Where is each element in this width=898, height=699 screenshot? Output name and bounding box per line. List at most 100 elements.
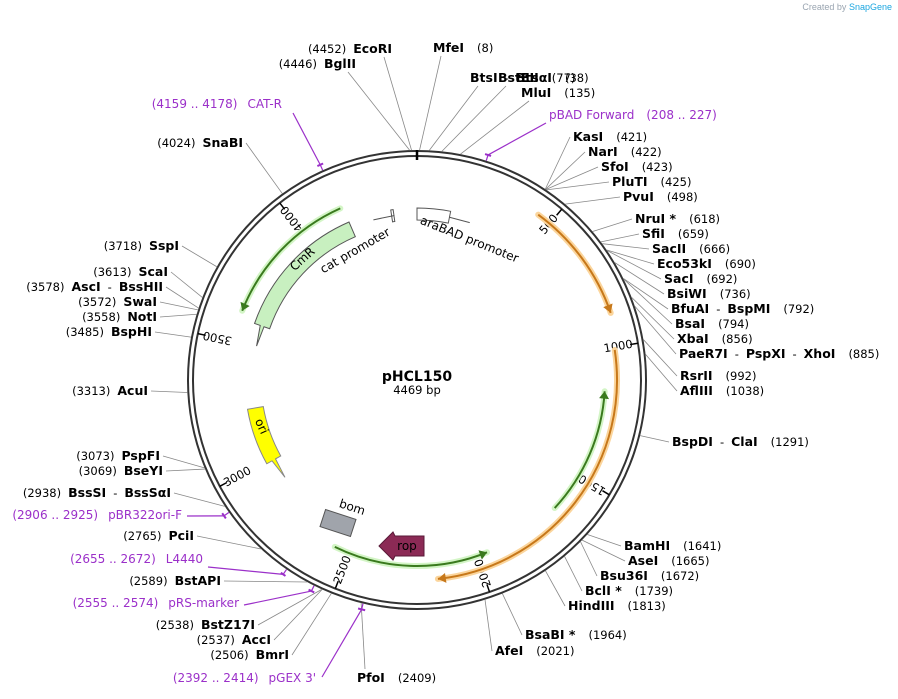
site-bmri[interactable]: (2506)BmrI [210, 647, 289, 662]
site-leader [581, 539, 626, 562]
enzyme-name: BtsI [470, 70, 498, 85]
enzyme-name: BspDI [672, 434, 713, 449]
site-hindiii[interactable]: HindIII(1813) [568, 598, 666, 613]
site-scai[interactable]: (3613)ScaI [93, 264, 168, 279]
green-arc-bottom[interactable] [331, 543, 491, 569]
enzyme-name: XhoI [804, 346, 836, 361]
site-bcli[interactable]: BclI *(1739) [585, 583, 673, 598]
feature-ori[interactable] [246, 405, 286, 478]
site-pvui[interactable]: PvuI(498) [623, 189, 698, 204]
green-arc-right[interactable] [551, 388, 610, 512]
tick-mark-1000 [629, 342, 639, 346]
primer-name: pBR322ori-F [108, 508, 182, 522]
site-btsi-bts-i[interactable]: BtsI-BtsαI(38) [470, 70, 589, 85]
site-acui[interactable]: (3313)AcuI [72, 383, 148, 398]
site-leader [165, 468, 205, 472]
site-snabi[interactable]: (4024)SnaBI [157, 135, 243, 150]
site-leader [602, 243, 650, 250]
site-sacii[interactable]: SacII(666) [652, 241, 730, 256]
site-separator: - [108, 280, 112, 294]
site-position: (856) [722, 332, 753, 346]
site-position: (2765) [123, 529, 161, 543]
site-bsiwi[interactable]: BsiWI(736) [667, 286, 751, 301]
site-mfei[interactable]: MfeI(8) [433, 40, 493, 55]
primer-name: L4440 [166, 552, 203, 566]
site-ecori[interactable]: (4452)EcoRI [308, 41, 392, 56]
site-bsteii[interactable]: BstEII(77) [498, 70, 575, 85]
site-afliii[interactable]: AflIII(1038) [680, 383, 764, 398]
site-sfii[interactable]: SfiI(659) [642, 226, 709, 241]
primer-name: CAT-R [247, 97, 282, 111]
primer-range: (2906 .. 2925) [12, 508, 98, 522]
site-pspfi[interactable]: (3073)PspFI [76, 448, 160, 463]
site-bstz17i[interactable]: (2538)BstZ17I [156, 617, 255, 632]
site-bspdi-clai[interactable]: BspDI-ClaI(1291) [672, 434, 809, 449]
primer-l4440[interactable]: (2655 .. 2672)L4440 [70, 552, 203, 566]
site-nari[interactable]: NarI (422) [588, 144, 662, 159]
site-bstapi[interactable]: (2589)BstAPI [129, 573, 221, 588]
site-bseyi[interactable]: (3069)BseYI [79, 463, 163, 478]
primer-prs-marker[interactable]: (2555 .. 2574)pRS-marker [73, 596, 239, 610]
primer-leader [487, 122, 547, 156]
enzyme-name: MfeI [433, 40, 464, 55]
feature-rop[interactable] [378, 531, 425, 561]
feature-arabad-promoter[interactable] [416, 207, 470, 224]
primer-pbad-forward[interactable]: (208 .. 227)pBAD Forward [549, 108, 717, 122]
site-bfuai-bspmi[interactable]: BfuAI-BspMI(792) [671, 301, 814, 316]
feature-label-ori: ori [252, 416, 271, 436]
site-pcii[interactable]: (2765)PciI [123, 528, 194, 543]
enzyme-name: AseI [628, 553, 658, 568]
site-sfoi[interactable]: SfoI(423) [601, 159, 673, 174]
site-rsrii[interactable]: RsrII(992) [680, 368, 756, 383]
site-leader [257, 589, 323, 626]
site-asci-bsshii[interactable]: (3578)AscI-BssHII [26, 279, 163, 294]
site-nrui[interactable]: NruI *(618) [635, 211, 720, 226]
orange-arc-inner[interactable] [434, 346, 620, 583]
site-bsphi[interactable]: (3485)BspHI [66, 324, 152, 339]
site-position: (422) [631, 145, 662, 159]
feature-cat-promoter[interactable] [373, 209, 396, 223]
orange-arc-outer[interactable] [535, 211, 614, 316]
site-pluti[interactable]: PluTI(425) [612, 174, 691, 189]
site-acci[interactable]: (2537)AccI [197, 632, 271, 647]
site-bsabi[interactable]: BsaBI *(1964) [525, 627, 627, 642]
primer-pbr322ori-f[interactable]: (2906 .. 2925) pBR322ori-F [12, 508, 182, 522]
site-noti[interactable]: (3558)NotI [82, 309, 157, 324]
site-eco53ki[interactable]: Eco53kI(690) [657, 256, 756, 271]
enzyme-name: BsaBI * [525, 627, 576, 642]
site-sspi[interactable]: (3718)SspI [104, 238, 179, 253]
site-pfoi[interactable]: PfoI(2409) [357, 670, 436, 685]
site-paer7i-pspxi-xhoi[interactable]: PaeR7I-PspXI-XhoI(885) [679, 346, 879, 361]
site-bsssi-bsss-i[interactable]: (2938)BssSI-BssSαI [23, 485, 171, 500]
site-bglii[interactable]: (4446)BglII [279, 56, 356, 71]
enzyme-name: SfiI [642, 226, 665, 241]
site-leader [587, 534, 622, 547]
site-position: (690) [725, 257, 756, 271]
site-mlui[interactable]: MluI(135) [521, 85, 595, 100]
primer-cat-r[interactable]: (4159 .. 4178)CAT-R [152, 97, 282, 111]
primer-pgex-3[interactable]: (2392 .. 2414)pGEX 3' [173, 671, 316, 685]
green-arc-top-left[interactable] [239, 205, 344, 314]
enzyme-name: NarI [588, 144, 618, 159]
site-position: (2538) [156, 618, 194, 632]
site-afei[interactable]: AfeI(2021) [495, 643, 575, 658]
feature-cmr[interactable] [253, 221, 357, 347]
site-position: (794) [718, 317, 749, 331]
site-position: (3578) [26, 280, 64, 294]
site-bamhi[interactable]: BamHI(1641) [624, 538, 721, 553]
site-asei[interactable]: AseI(1665) [628, 553, 710, 568]
site-position: (3572) [78, 295, 116, 309]
plasmid-name: pHCL150 [382, 369, 452, 385]
site-xbai[interactable]: XbaI(856) [677, 331, 753, 346]
site-bsai[interactable]: BsaI(794) [675, 316, 749, 331]
enzyme-name: BmrI [256, 647, 289, 662]
enzyme-name: BssSαI [124, 485, 171, 500]
feature-bom[interactable] [319, 508, 357, 538]
site-position: (1739) [635, 584, 673, 598]
enzyme-name: BstEII [498, 70, 539, 85]
site-bsu36i[interactable]: Bsu36I(1672) [600, 568, 699, 583]
site-swai[interactable]: (3572)SwaI [78, 294, 157, 309]
enzyme-name: PaeR7I [679, 346, 728, 361]
site-saci[interactable]: SacI(692) [664, 271, 737, 286]
site-kasi[interactable]: KasI(421) [573, 129, 647, 144]
